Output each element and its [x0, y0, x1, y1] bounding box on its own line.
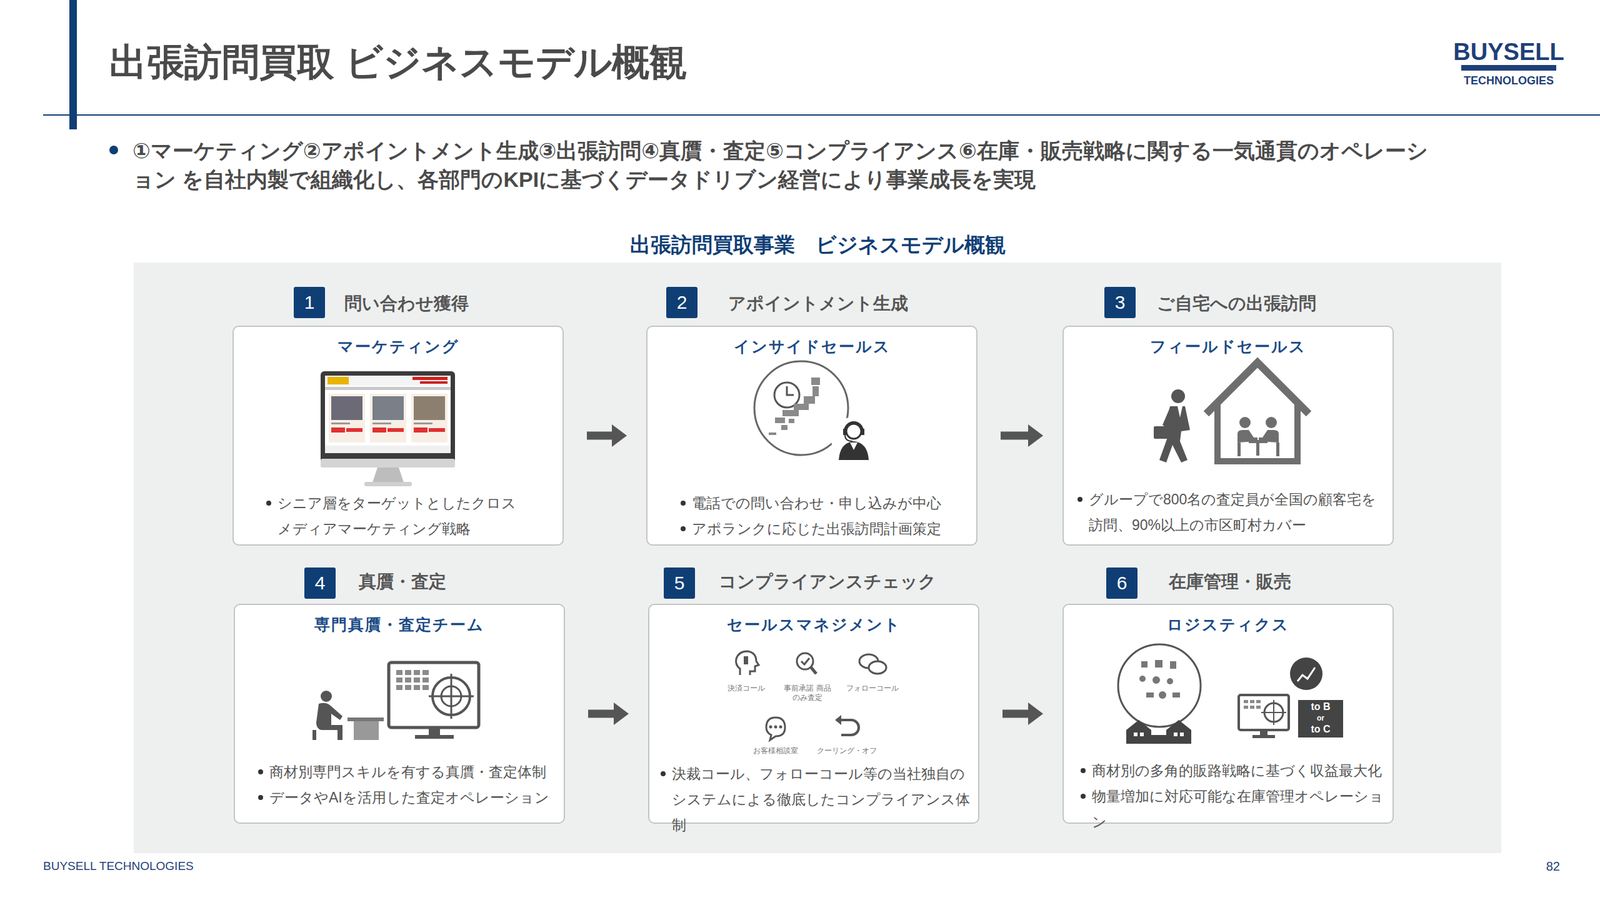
- channel-text: to C: [1298, 723, 1343, 735]
- logo-word: BUYSELL: [1440, 38, 1578, 65]
- step-number: 4: [304, 567, 336, 599]
- process-box: 真贋・査定専門真贋・査定チーム商材別専門スキルを有する真贋・査定体制データやAI…: [233, 603, 565, 824]
- bullet-dot: [1080, 793, 1086, 799]
- bullet-item: グループで800名の査定員が全国の顧客宅を訪問、90%以上の市区町村カバー: [1077, 486, 1382, 539]
- bullet-text: グループで800名の査定員が全国の顧客宅を訪問、90%以上の市区町村カバー: [1088, 486, 1382, 539]
- panel-heading: 出張訪問買取事業 ビジネスモデル概観: [133, 232, 1502, 258]
- step-number-text: 6: [1116, 572, 1128, 594]
- step-number-text: 3: [1115, 291, 1126, 314]
- team-name: 専門真贋・査定チーム: [235, 613, 564, 635]
- bullet-dot: [680, 526, 686, 532]
- step-number: 6: [1106, 567, 1138, 599]
- team-name: インサイドセールス: [647, 335, 977, 357]
- flow-arrow: [586, 431, 612, 440]
- process-box: 在庫管理・販売ロジスティクス商材別の多角的販路戦略に基づく収益最大化物量増加に対…: [1062, 603, 1394, 824]
- header-rule: [109, 145, 119, 155]
- bullet-item: 物量増加に対応可能な在庫管理オペレーション: [1080, 783, 1390, 835]
- step-number: 5: [663, 567, 695, 599]
- flow-arrow: [588, 710, 614, 719]
- icon-caption: クーリング・オフ: [812, 746, 882, 756]
- header-rule: [1461, 65, 1557, 71]
- channel-text: or: [1298, 713, 1343, 724]
- process-box: ご自宅への出張訪問フィールドセールスグループで800名の査定員が全国の顧客宅を訪…: [1062, 325, 1394, 546]
- bullet-item: シニア層をターゲットとしたクロスメディアマーケティング戦略: [266, 490, 528, 542]
- bullet-dot: [660, 771, 666, 777]
- step-title: 在庫管理・販売: [1168, 569, 1292, 595]
- bullet-text: 商材別の多角的販路戦略に基づく収益最大化: [1091, 758, 1390, 784]
- slide-title: 出張訪問買取 ビジネスモデル概観: [109, 40, 687, 85]
- step-number: 3: [1104, 286, 1136, 319]
- header-rule: [69, 0, 77, 130]
- header-rule: [43, 114, 1600, 116]
- bullet-dot: [258, 795, 264, 800]
- process-box: コンプライアンスチェックセールスマネジメント決裁コール、フォローコール等の当社独…: [648, 603, 980, 824]
- diagram-panel: 1問い合わせ獲得マーケティングシニア層をターゲットとしたクロスメディアマーケティ…: [133, 262, 1502, 854]
- step-title: 真贋・査定: [358, 569, 447, 595]
- icon-caption: 決済コール: [718, 683, 775, 694]
- bullet-item: 商材別専門スキルを有する真贋・査定体制: [258, 759, 552, 785]
- step-number: 1: [293, 286, 325, 319]
- flow-arrow: [1000, 431, 1029, 440]
- bullet-list: 決裁コール、フォローコール等の当社独自のシステムによる徹底したコンプライアンス体…: [660, 761, 977, 839]
- header-rule: [43, 0, 1600, 155]
- bullet-list: シニア層をターゲットとしたクロスメディアマーケティング戦略: [266, 490, 528, 542]
- bullet-dot: [680, 500, 686, 506]
- bullet-text: シニア層をターゲットとしたクロスメディアマーケティング戦略: [277, 490, 528, 542]
- bullet-text: 決裁コール、フォローコール等の当社独自のシステムによる徹底したコンプライアンス体…: [671, 761, 977, 839]
- bullet-text: 電話での問い合わせ・申し込みが中心: [691, 490, 975, 517]
- bullet-list: 商材別の多角的販路戦略に基づく収益最大化物量増加に対応可能な在庫管理オペレーショ…: [1080, 758, 1390, 835]
- process-box: 問い合わせ獲得マーケティングシニア層をターゲットとしたクロスメディアマーケティン…: [232, 325, 564, 546]
- page-number: 82: [1522, 858, 1560, 874]
- bullet-text: 物量増加に対応可能な在庫管理オペレーション: [1091, 783, 1390, 835]
- bullet-dot: [1077, 496, 1083, 502]
- bullet-list: 電話での問い合わせ・申し込みが中心アポランクに応じた出張訪問計画策定: [680, 490, 975, 542]
- team-name: フィールドセールス: [1063, 335, 1393, 357]
- step-title: アポイントメント生成: [728, 291, 909, 317]
- bullet-item: データやAIを活用した査定オペレーション: [258, 785, 552, 811]
- bullet-dot: [266, 500, 272, 506]
- step-number-text: 5: [674, 572, 685, 594]
- bullet-item: アポランクに応じた出張訪問計画策定: [680, 516, 975, 542]
- process-box: アポイントメント生成インサイドセールス電話での問い合わせ・申し込みが中心アポラン…: [646, 325, 978, 546]
- step-number-text: 4: [315, 572, 326, 594]
- bullet-text: データやAIを活用した査定オペレーション: [269, 785, 552, 811]
- bullet-list: グループで800名の査定員が全国の顧客宅を訪問、90%以上の市区町村カバー: [1077, 486, 1382, 539]
- bullet-text: アポランクに応じた出張訪問計画策定: [691, 516, 975, 542]
- channel-text: to B: [1298, 701, 1343, 713]
- bullet-dot: [258, 769, 264, 775]
- bullet-item: 電話での問い合わせ・申し込みが中心: [680, 490, 975, 517]
- step-number: 2: [666, 286, 698, 319]
- icon-caption: 事前承諾 商品のみ査定: [783, 683, 832, 703]
- step-number-text: 2: [676, 291, 688, 314]
- bullet-list: 商材別専門スキルを有する真贋・査定体制データやAIを活用した査定オペレーション: [258, 759, 552, 811]
- icon-caption: お客様相談室: [744, 746, 807, 756]
- bullet-item: 商材別の多角的販路戦略に基づく収益最大化: [1080, 758, 1390, 784]
- summary-text: ①マーケティング②アポイントメント生成③出張訪問④真贋・査定⑤コンプライアンス⑥…: [132, 136, 1445, 194]
- bullet-text: 商材別専門スキルを有する真贋・査定体制: [269, 759, 552, 785]
- team-name: セールスマネジメント: [649, 613, 979, 635]
- logo-subword: TECHNOLOGIES: [1440, 73, 1578, 89]
- step-title: 問い合わせ獲得: [344, 291, 469, 317]
- bullet-dot: [1080, 768, 1086, 774]
- step-title: ご自宅への出張訪問: [1156, 291, 1317, 317]
- footer-text: BUYSELL TECHNOLOGIES: [43, 858, 294, 874]
- team-name: ロジスティクス: [1063, 613, 1393, 635]
- team-name: マーケティング: [233, 335, 563, 357]
- icon-caption: フォローコール: [841, 683, 904, 694]
- step-title: コンプライアンスチェック: [718, 569, 937, 595]
- step-number-text: 1: [304, 291, 315, 314]
- bullet-item: 決裁コール、フォローコール等の当社独自のシステムによる徹底したコンプライアンス体…: [660, 761, 977, 839]
- flow-arrow: [1002, 710, 1029, 719]
